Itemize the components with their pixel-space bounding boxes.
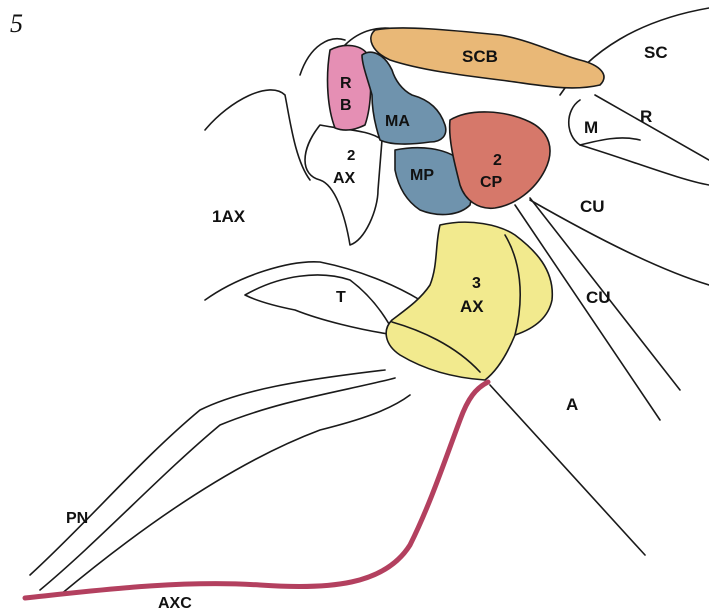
mp-label: MP <box>410 167 434 184</box>
m-region-outline <box>569 100 640 145</box>
axc-artery <box>25 382 488 598</box>
ax3-number: 3 <box>472 275 481 292</box>
cu-lower-label: CU <box>586 288 611 307</box>
cu-upper-label: CU <box>580 197 605 216</box>
pn-lower-outline <box>60 395 410 595</box>
cp-label: CP <box>480 174 503 191</box>
ax1-label: 1AX <box>212 207 246 226</box>
cp-number: 2 <box>493 152 502 169</box>
cu-upper-outline <box>530 200 709 285</box>
t-label: T <box>336 289 346 306</box>
scb-label: SCB <box>462 47 498 66</box>
pn-outline-inner <box>40 378 395 590</box>
sc-label: SC <box>644 43 668 62</box>
axc-label: AXC <box>158 595 192 612</box>
ax3-label: AX <box>460 297 484 316</box>
figure-number: 5 <box>10 9 23 38</box>
r-muscle-line-lower <box>580 145 709 185</box>
t-outline <box>245 275 395 335</box>
pn-label: PN <box>66 510 88 527</box>
ax1-upper-outline <box>205 90 310 180</box>
ax2-number: 2 <box>347 147 355 164</box>
rb-label-r: R <box>340 75 352 92</box>
ma-label: MA <box>385 113 410 130</box>
r-muscle-line-upper <box>595 95 709 160</box>
r-label: R <box>640 107 652 126</box>
ax1-lower-outline <box>205 262 420 300</box>
m-label: M <box>584 118 598 137</box>
rb-label-b: B <box>340 97 352 114</box>
pn-outline-outer <box>30 370 385 575</box>
ax2-label: AX <box>333 170 356 187</box>
a-label: A <box>566 395 578 414</box>
